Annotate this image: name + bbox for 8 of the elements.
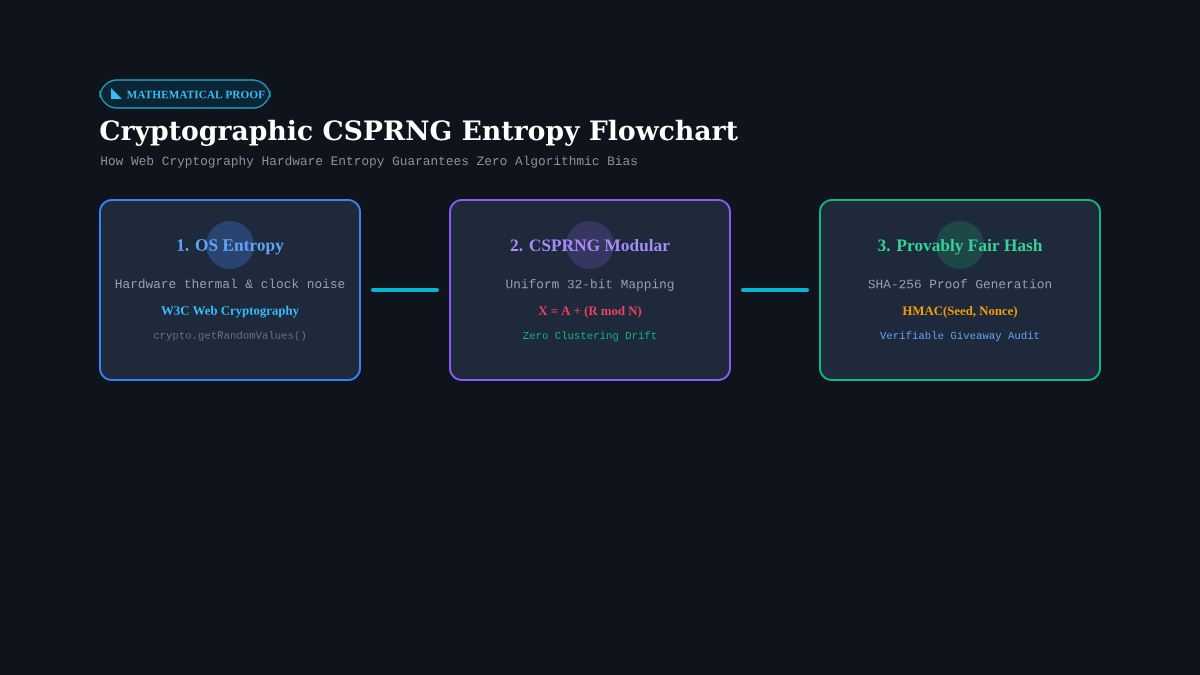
subtitle: How Web Cryptography Hardware Entropy Guarantees Zero Algorithmic Bias <box>101 155 637 168</box>
step-card: 3. Provably Fair Hash SHA-256 Proof Generation HMAC(Seed, Nonce) Verifiable Giveaway Audit <box>819 199 1101 381</box>
badge: MATHEMATICAL PROOF <box>99 79 271 109</box>
step-card: 2. CSPRNG Modular Uniform 32-bit Mapping X = A + (R mod N) Zero Clustering Drift <box>449 199 731 381</box>
connector-line <box>371 288 439 292</box>
title: Cryptographic CSPRNG Entropy Flowchart <box>100 119 738 146</box>
step-card: 1. OS Entropy Hardware thermal & clock noise W3C Web Cryptography crypto.getRandomValues() <box>99 199 361 381</box>
connector-line <box>741 288 809 292</box>
